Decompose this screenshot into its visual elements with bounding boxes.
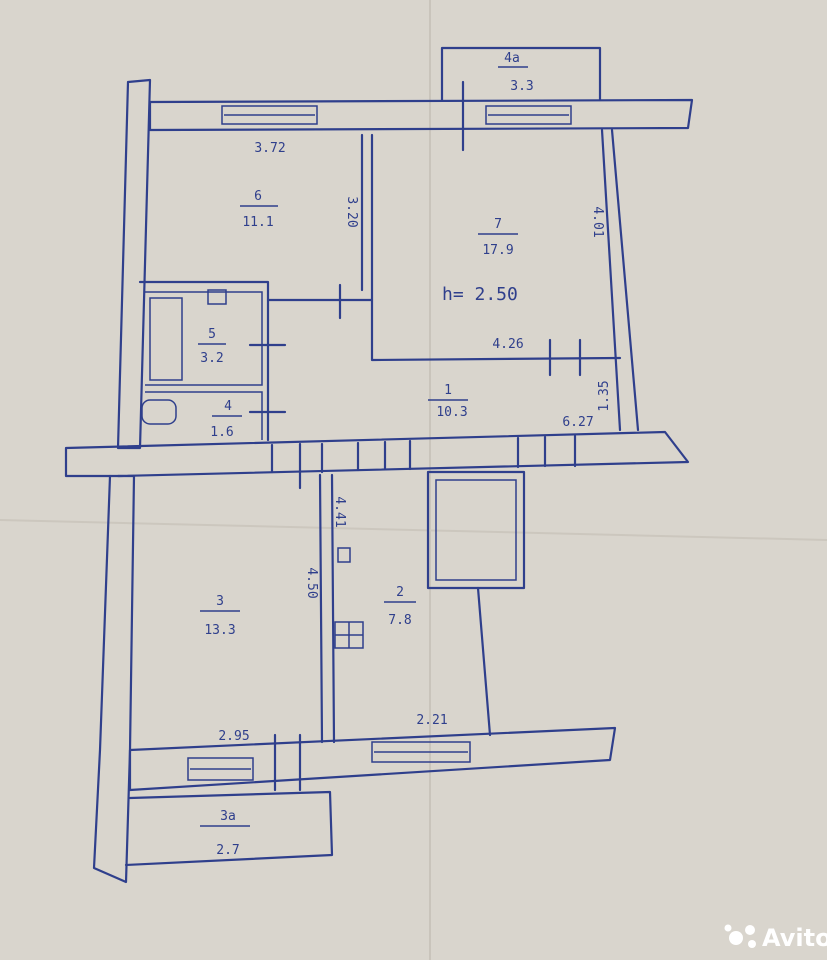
dimension-2-21: 2.21 — [416, 713, 447, 728]
window-room-6 — [221, 105, 318, 125]
balcony-3a-outline — [124, 790, 334, 867]
dimension-4-41: 4.41 — [332, 496, 347, 527]
stairwell-outline — [426, 470, 526, 590]
sink-icon — [207, 289, 227, 305]
room-number: 2 — [396, 585, 404, 600]
watermark-dot-icon — [748, 940, 756, 948]
room-label-2: 2 7.8 — [384, 585, 416, 628]
wc-4-outline — [145, 391, 263, 440]
balcony-4a-outline — [440, 46, 602, 102]
room-number: 3 — [216, 594, 224, 609]
room-area: 1.6 — [210, 425, 233, 440]
dimension-4-26: 4.26 — [492, 337, 523, 352]
window-room-7 — [485, 105, 572, 125]
wall-room3-room2-inner — [330, 473, 336, 744]
wall-room2-right — [476, 586, 492, 737]
avito-watermark: Avito — [724, 924, 827, 952]
watermark-dot-icon — [729, 931, 743, 945]
room-label-6: 6 11.1 — [240, 189, 278, 230]
window-room-3 — [187, 757, 254, 781]
window-room-2 — [371, 741, 471, 763]
room-number: 3a — [220, 809, 236, 824]
bathroom-5-outline — [145, 291, 263, 386]
left-exterior-wall-upper — [116, 78, 152, 450]
top-exterior-wall — [148, 98, 694, 132]
toilet-icon — [141, 399, 177, 425]
room-number: 1 — [444, 383, 452, 398]
middle-load-bearing-wall — [64, 430, 690, 478]
middle-wall-openings — [270, 434, 577, 490]
watermark-dot-icon — [724, 924, 732, 932]
room-label-4: 4 1.6 — [210, 399, 242, 440]
kitchen-sink-icon — [337, 547, 351, 563]
dimension-3-72: 3.72 — [254, 141, 285, 156]
dimension-3-20: 3.20 — [344, 196, 359, 227]
room-area: 13.3 — [204, 623, 235, 638]
room-number: 7 — [494, 217, 502, 232]
wall-room7-right-outer — [610, 128, 640, 432]
paper-fold — [0, 519, 827, 541]
dimension-1-35: 1.35 — [597, 380, 612, 411]
room-area: 3.3 — [510, 79, 533, 94]
room-label-7: 7 17.9 — [478, 217, 518, 258]
dimension-4-50: 4.50 — [304, 567, 319, 598]
bath-wc-outer-wall — [138, 280, 270, 442]
dimension-2-95: 2.95 — [218, 729, 249, 744]
room-area: 7.8 — [388, 613, 411, 628]
room-area: 17.9 — [482, 243, 513, 258]
room-label-1: 1 10.3 — [428, 383, 468, 420]
watermark-dot-icon — [745, 925, 755, 935]
ceiling-height: h= 2.50 — [442, 284, 518, 305]
room-number: 6 — [254, 189, 262, 204]
wall-room3-room2 — [318, 473, 324, 744]
room-label-3: 3 13.3 — [200, 594, 240, 638]
wall-room7-inner — [370, 133, 622, 362]
room-area: 10.3 — [436, 405, 467, 420]
room-label-5: 5 3.2 — [198, 327, 226, 366]
room-area: 3.2 — [200, 351, 223, 366]
bottom-exterior-wall — [128, 726, 617, 792]
room-label-3a: 3a 2.7 — [200, 809, 250, 858]
room-number: 4a — [504, 51, 520, 66]
wall-room7-right-inner — [600, 128, 622, 432]
stove-icon — [334, 621, 364, 649]
dimension-6-27: 6.27 — [562, 415, 593, 430]
stairwell-inner — [435, 479, 517, 581]
bathtub-icon — [149, 297, 183, 381]
room-area: 2.7 — [216, 843, 239, 858]
room-number: 5 — [208, 327, 216, 342]
room-number: 4 — [224, 399, 232, 414]
room-label-4a: 4a 3.3 — [498, 51, 534, 94]
watermark-text: Avito — [762, 924, 827, 952]
dimension-4-01: 4.01 — [590, 206, 605, 237]
room-area: 11.1 — [242, 215, 273, 230]
